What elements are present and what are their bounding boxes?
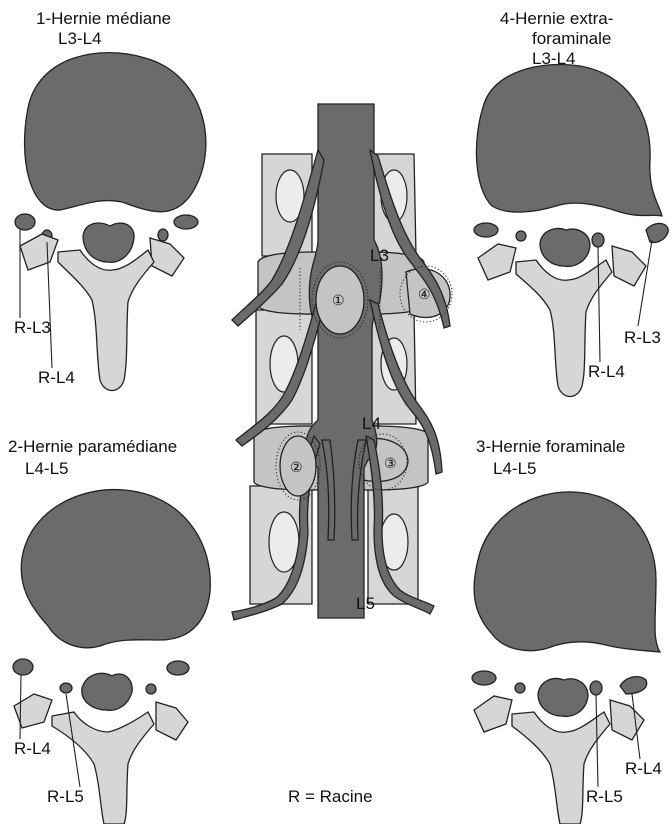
- hernia-marker-1: ①: [332, 292, 345, 308]
- level-label-l5: L5: [356, 594, 375, 613]
- panel2-disc-body: [21, 490, 210, 648]
- panel3-canal-content: [538, 679, 588, 717]
- panel2-herniation: [82, 673, 132, 710]
- level-label-l4: L4: [362, 414, 381, 433]
- panel2-root-l4: [13, 659, 33, 675]
- panel1-facet-right: [150, 238, 184, 276]
- panel4-root-l4: [592, 233, 604, 247]
- panel1-root-right: [174, 215, 198, 229]
- panel3-root-l4: [620, 677, 647, 694]
- panel2-facet-right: [156, 702, 188, 740]
- panel4-canal-content: [540, 229, 590, 267]
- panel3-root-left-small: [515, 683, 525, 693]
- panel1-herniation: [83, 223, 134, 262]
- panel2-axial-vertebra: [13, 490, 210, 824]
- panel1-root-l3: [15, 214, 35, 230]
- panel4-root-left-small: [516, 231, 526, 241]
- panel4-root-l3: [646, 223, 668, 242]
- panel4-posterior-arch: [516, 260, 612, 397]
- panel1-disc-body: [25, 53, 206, 212]
- panel2-root-right: [167, 661, 189, 675]
- hernia-marker-3: ③: [384, 455, 397, 471]
- panel1-axial-vertebra: [15, 53, 206, 391]
- panel3-disc-body: [474, 492, 660, 652]
- panel3-facet-right: [610, 700, 644, 740]
- panel4-axial-vertebra: [474, 65, 668, 397]
- panel4-facet-right: [612, 246, 646, 286]
- panel3-axial-vertebra: [472, 492, 660, 824]
- panel2-root-right-small: [146, 684, 156, 694]
- panel2-posterior-arch: [52, 712, 154, 824]
- panel1-facet-left: [20, 234, 58, 270]
- panel1-posterior-arch: [58, 250, 154, 391]
- hernia-marker-2: ②: [290, 459, 303, 475]
- panel2-root-l5: [60, 683, 72, 693]
- panel4-root-left: [474, 223, 498, 237]
- level-label-l3: L3: [370, 246, 389, 265]
- panel3-root-l5: [590, 681, 602, 695]
- panel1-root-right-small: [158, 229, 168, 241]
- panel3-facet-left: [474, 696, 512, 732]
- panel3-posterior-arch: [512, 712, 610, 824]
- panel4-facet-left: [478, 244, 516, 280]
- center-posterior-spine-view: ① ② ③ ④: [232, 104, 452, 620]
- panel3-root-left: [472, 671, 496, 685]
- hernia-marker-4: ④: [418, 286, 431, 302]
- panel4-disc-body: [476, 65, 662, 216]
